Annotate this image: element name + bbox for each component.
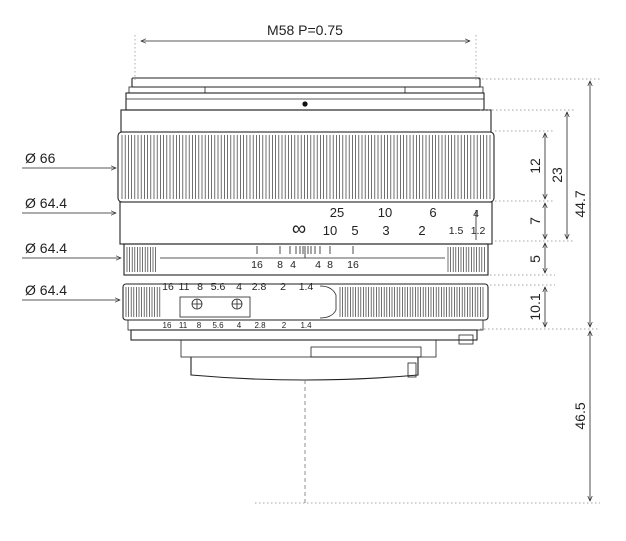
- aperture-grip-left: [125, 287, 161, 317]
- ap-11: 11: [179, 281, 190, 293]
- dof-grip-left: [126, 247, 156, 272]
- height-46-5: 46.5: [572, 402, 588, 429]
- height-dimensions: 12 7 5 10.1 23 44.7 46.5: [255, 78, 600, 504]
- aps-5.6: 5.6: [212, 321, 224, 330]
- filter-thread-lip: [128, 86, 484, 94]
- aps-4: 4: [237, 321, 242, 330]
- ft-25: 25: [330, 205, 344, 220]
- ap-4: 4: [236, 281, 242, 293]
- aps-1.4: 1.4: [300, 321, 312, 330]
- diameter-64-4-c: Ø 64.4: [25, 282, 67, 298]
- lens-body: [117, 77, 495, 381]
- diameter-64-4-a: Ø 64.4: [25, 195, 67, 211]
- dof-8-right: 8: [327, 259, 333, 271]
- diameter-64-4-b: Ø 64.4: [25, 240, 67, 256]
- ap-1.4: 1.4: [299, 281, 314, 293]
- diameter-66: Ø 66: [25, 150, 56, 166]
- ap-16: 16: [162, 281, 174, 293]
- ap-2.8: 2.8: [252, 281, 267, 293]
- m-2: 2: [418, 223, 425, 238]
- ft-6: 6: [429, 205, 436, 220]
- aperture-plate: [179, 296, 251, 318]
- focus-index-dot: [302, 101, 308, 107]
- dof-ring: [123, 243, 489, 276]
- m-1.5: 1.5: [449, 225, 464, 237]
- height-12: 12: [527, 158, 543, 174]
- m-5: 5: [351, 223, 358, 238]
- height-10-1: 10.1: [527, 293, 543, 320]
- ft-10: 10: [378, 205, 392, 220]
- height-23: 23: [549, 167, 565, 183]
- aps-2.8: 2.8: [254, 321, 266, 330]
- distance-scale: 25 10 6 4 ∞ 10 5 3 2 1.5 1.2: [292, 205, 486, 240]
- aperture-scale: 16 11 8 5.6 4 2.8 2 1.4 16 11 8 5.6 4 2.…: [162, 281, 313, 330]
- aps-2: 2: [282, 321, 287, 330]
- ap-5.6: 5.6: [211, 281, 226, 293]
- height-5: 5: [527, 255, 543, 263]
- aperture-ring-bump: [319, 285, 337, 319]
- rear-lever: [407, 362, 417, 378]
- aps-11: 11: [179, 321, 188, 330]
- ap-8: 8: [197, 281, 203, 293]
- dof-16-left: 16: [251, 259, 263, 271]
- mount-lever-housing: [310, 346, 422, 358]
- m-3: 3: [382, 223, 389, 238]
- dof-16-right: 16: [347, 259, 359, 271]
- thread-dimension: M58 P=0.75: [134, 22, 477, 80]
- dof-8-left: 8: [277, 259, 283, 271]
- mount-tab: [458, 334, 474, 345]
- dof-scale: 16 8 4 4 8 16: [251, 246, 359, 271]
- dof-4-right: 4: [315, 259, 321, 271]
- aps-16: 16: [163, 321, 172, 330]
- ap-2: 2: [280, 281, 286, 293]
- mount-body: [180, 339, 437, 358]
- mount-flange: [130, 329, 478, 341]
- aps-8: 8: [197, 321, 202, 330]
- dof-grip-right: [447, 247, 485, 272]
- thread-label: M58 P=0.75: [267, 22, 343, 38]
- aperture-grip-right: [339, 287, 484, 317]
- focus-grip-knurl: [121, 135, 491, 199]
- rear-barrel: [190, 357, 419, 381]
- m-infinity: ∞: [292, 218, 306, 240]
- filter-thread-top: [131, 77, 481, 88]
- height-44-7: 44.7: [572, 190, 588, 217]
- front-shoulder: [120, 109, 492, 133]
- m-10: 10: [323, 223, 337, 238]
- height-7: 7: [527, 217, 543, 225]
- m-1.2: 1.2: [471, 225, 486, 237]
- diameter-callouts: Ø 66 Ø 64.4 Ø 64.4 Ø 64.4: [22, 150, 121, 300]
- dof-4-left: 4: [290, 259, 296, 271]
- focus-grip-ring: [117, 131, 495, 203]
